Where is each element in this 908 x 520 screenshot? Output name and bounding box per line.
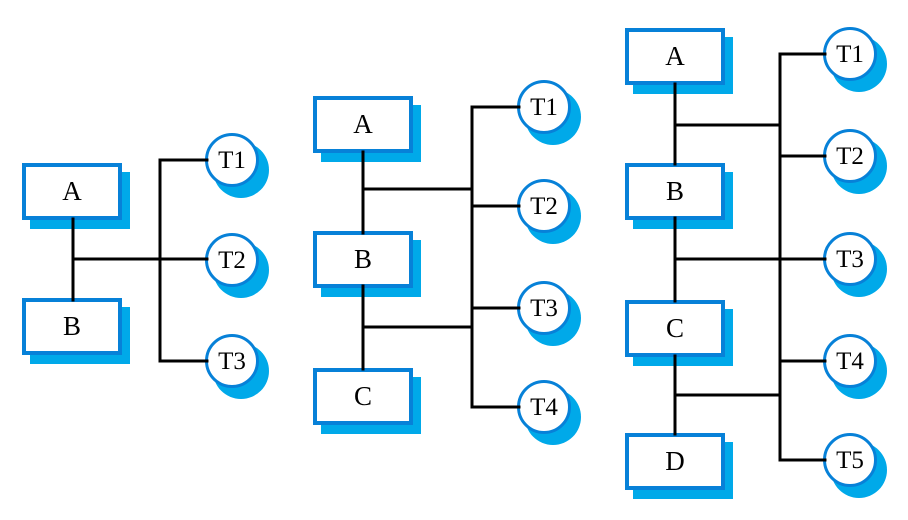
process-box-label: B [353, 244, 372, 274]
process-box-label: A [62, 176, 82, 206]
thread-circle-label: T1 [836, 40, 864, 68]
thread-circle-label: T4 [530, 393, 558, 421]
thread-circle: T1 [823, 27, 877, 81]
process-box: B [625, 163, 725, 220]
process-box: A [22, 163, 122, 220]
thread-circle: T1 [205, 133, 259, 187]
connector-line-group-3 [673, 52, 827, 462]
thread-circle: T2 [517, 179, 571, 233]
thread-circle-label: T5 [836, 446, 864, 474]
thread-circle: T3 [517, 281, 571, 335]
thread-circle-label: T3 [836, 245, 864, 273]
process-box: B [22, 298, 122, 355]
thread-circle-label: T3 [218, 347, 246, 375]
thread-circle-label: T1 [530, 93, 558, 121]
process-box-label: B [665, 176, 684, 206]
process-box: C [625, 300, 725, 357]
process-box: C [313, 368, 413, 425]
process-box: A [625, 28, 725, 85]
process-box-label: C [665, 313, 684, 343]
thread-circle-label: T2 [218, 246, 246, 274]
thread-circle: T1 [517, 80, 571, 134]
process-box-label: D [665, 446, 685, 476]
thread-circle: T3 [205, 334, 259, 388]
thread-circle-label: T1 [218, 146, 246, 174]
thread-circle: T2 [205, 233, 259, 287]
thread-circle: T4 [517, 380, 571, 434]
thread-circle: T2 [823, 129, 877, 183]
thread-circle-label: T3 [530, 294, 558, 322]
thread-circle: T4 [823, 334, 877, 388]
process-box: D [625, 433, 725, 490]
thread-circle: T5 [823, 433, 877, 487]
thread-circle-label: T4 [836, 347, 864, 375]
process-box-label: C [353, 381, 372, 411]
process-box-label: A [665, 41, 685, 71]
process-box-label: B [62, 311, 81, 341]
thread-circle-label: T2 [530, 192, 558, 220]
process-box: A [313, 96, 413, 153]
process-box: B [313, 231, 413, 288]
process-box-label: A [353, 109, 373, 139]
thread-circle: T3 [823, 232, 877, 286]
thread-circle-label: T2 [836, 142, 864, 170]
